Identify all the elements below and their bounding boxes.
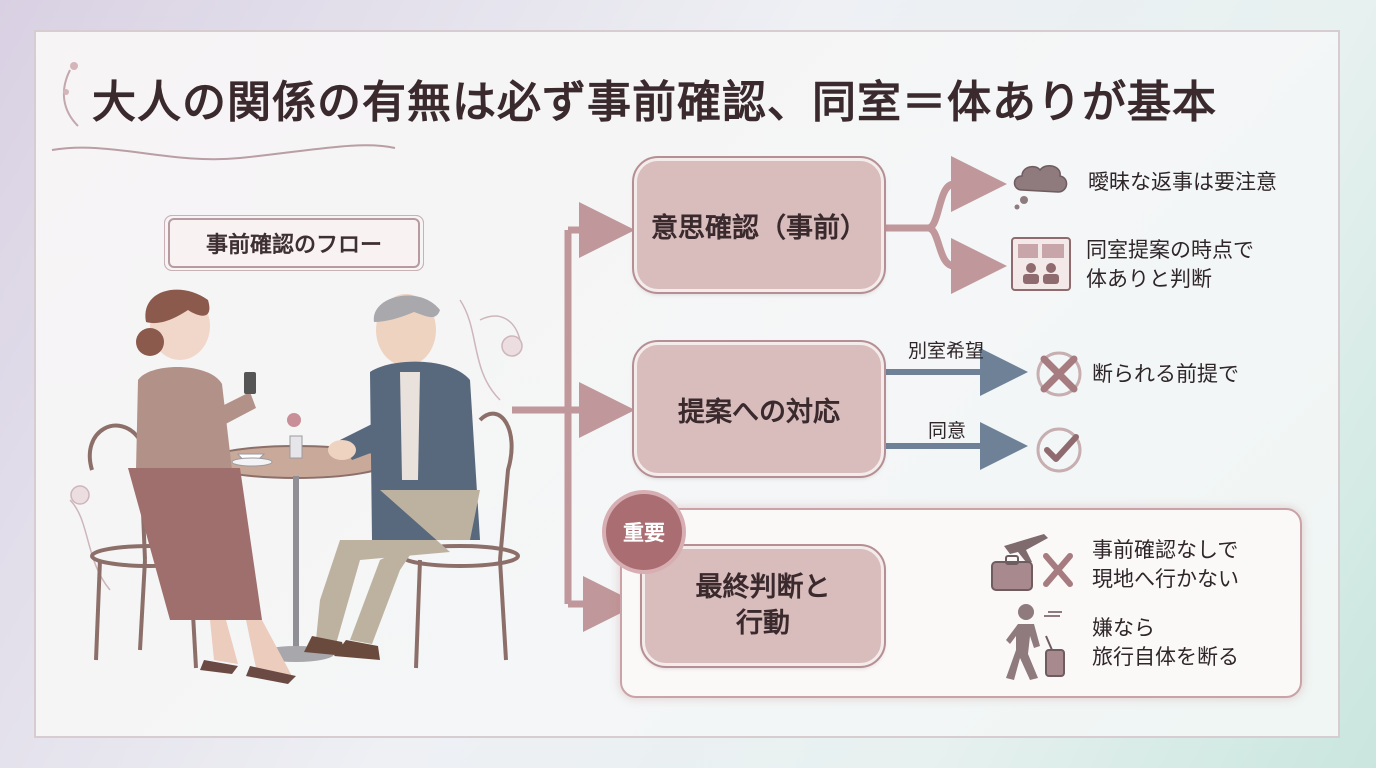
node-proposal-response-label: 提案への対応 (678, 396, 840, 428)
walking-traveler-icon (1006, 604, 1065, 680)
node-proposal-response: 提案への対応 (632, 340, 886, 478)
node-intent-confirm: 意思確認（事前） (632, 156, 886, 294)
flow-label: 事前確認のフロー (164, 215, 424, 271)
label-separate-room: 別室希望 (908, 340, 985, 362)
two-people-room-icon (1011, 237, 1071, 291)
flow-label-text: 事前確認のフロー (205, 233, 382, 258)
man-figure (304, 294, 480, 660)
important-section (620, 508, 1302, 698)
text-decline: 嫌なら 旅行自体を断る (1092, 614, 1239, 672)
floral-decoration (69, 299, 523, 591)
node-final-line1: 最終判断と (695, 571, 831, 603)
cross-icon (1036, 351, 1082, 397)
node-intent-confirm-label: 意思確認（事前） (651, 212, 867, 244)
check-icon (1036, 427, 1082, 473)
text-same-room: 同室提案の時点で 体ありと判断 (1086, 236, 1254, 294)
page-title: 大人の関係の有無は必ず事前確認、同室＝体ありが基本 (92, 77, 1217, 128)
arrow-to-ambiguous (926, 156, 1007, 232)
text-no-onsite-line1: 事前確認なしで (1092, 538, 1239, 562)
text-decline-line2: 旅行自体を断る (1092, 644, 1239, 669)
arrow-to-same-room (926, 224, 1007, 294)
node-final-decision: 最終判断と 行動 (640, 544, 886, 668)
airplane-luggage-icon (991, 534, 1073, 591)
important-badge-text: 重要 (623, 521, 665, 545)
text-ambiguous: 曖昧な返事は要注意 (1088, 170, 1277, 194)
thought-cloud-icon (1013, 165, 1068, 210)
text-separate-result: 断られる前提で (1092, 362, 1239, 386)
text-decline-line1: 嫌なら (1092, 616, 1155, 640)
label-agree: 同意 (928, 420, 967, 442)
text-no-onsite-line2: 現地へ行かない (1092, 566, 1239, 591)
node-final-line2: 行動 (736, 608, 790, 639)
important-badge: 重要 (606, 494, 682, 570)
woman-figure (128, 289, 296, 684)
text-no-onsite: 事前確認なしで 現地へ行かない (1092, 536, 1239, 594)
text-same-room-line2: 体ありと判断 (1086, 266, 1212, 291)
text-same-room-line1: 同室提案の時点で (1086, 238, 1254, 262)
